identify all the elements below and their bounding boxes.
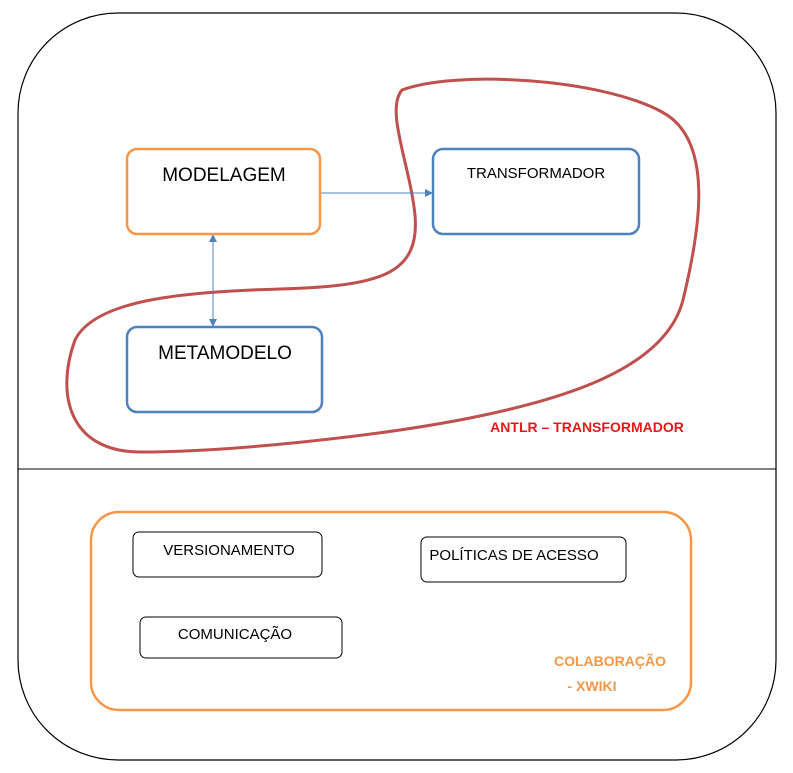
metamodelo-label: METAMODELO [158, 343, 292, 364]
antlr-group-outline [65, 77, 701, 454]
modelagem-box [125, 147, 322, 236]
versionamento-label: VERSIONAMENTO [163, 542, 294, 559]
metamodelo-node: METAMODELO [125, 325, 324, 414]
politicas-box [420, 536, 627, 583]
transformador-node: TRANSFORMADOR [431, 147, 641, 236]
versionamento-node: VERSIONAMENTO [132, 531, 323, 578]
metamodelo-box [125, 325, 324, 414]
colaboracao-label-line2: - XWIKI [568, 678, 617, 694]
transformador-box [431, 147, 641, 236]
transformador-label: TRANSFORMADOR [467, 165, 606, 182]
modelagem-node: MODELAGEM [125, 147, 322, 236]
antlr-group-label: ANTLR – TRANSFORMADOR [490, 419, 684, 435]
comunicacao-node: COMUNICAÇÃO [139, 616, 343, 659]
versionamento-box [132, 531, 323, 578]
modelagem-label: MODELAGEM [162, 165, 286, 186]
comunicacao-label: COMUNICAÇÃO [178, 626, 292, 643]
politicas-label: POLÍTICAS DE ACESSO [429, 547, 598, 564]
colaboracao-group-box [89, 510, 693, 712]
comunicacao-box [139, 616, 343, 659]
colaboracao-label-line1: COLABORAÇÃO [554, 652, 666, 669]
politicas-node: POLÍTICAS DE ACESSO [420, 536, 627, 583]
